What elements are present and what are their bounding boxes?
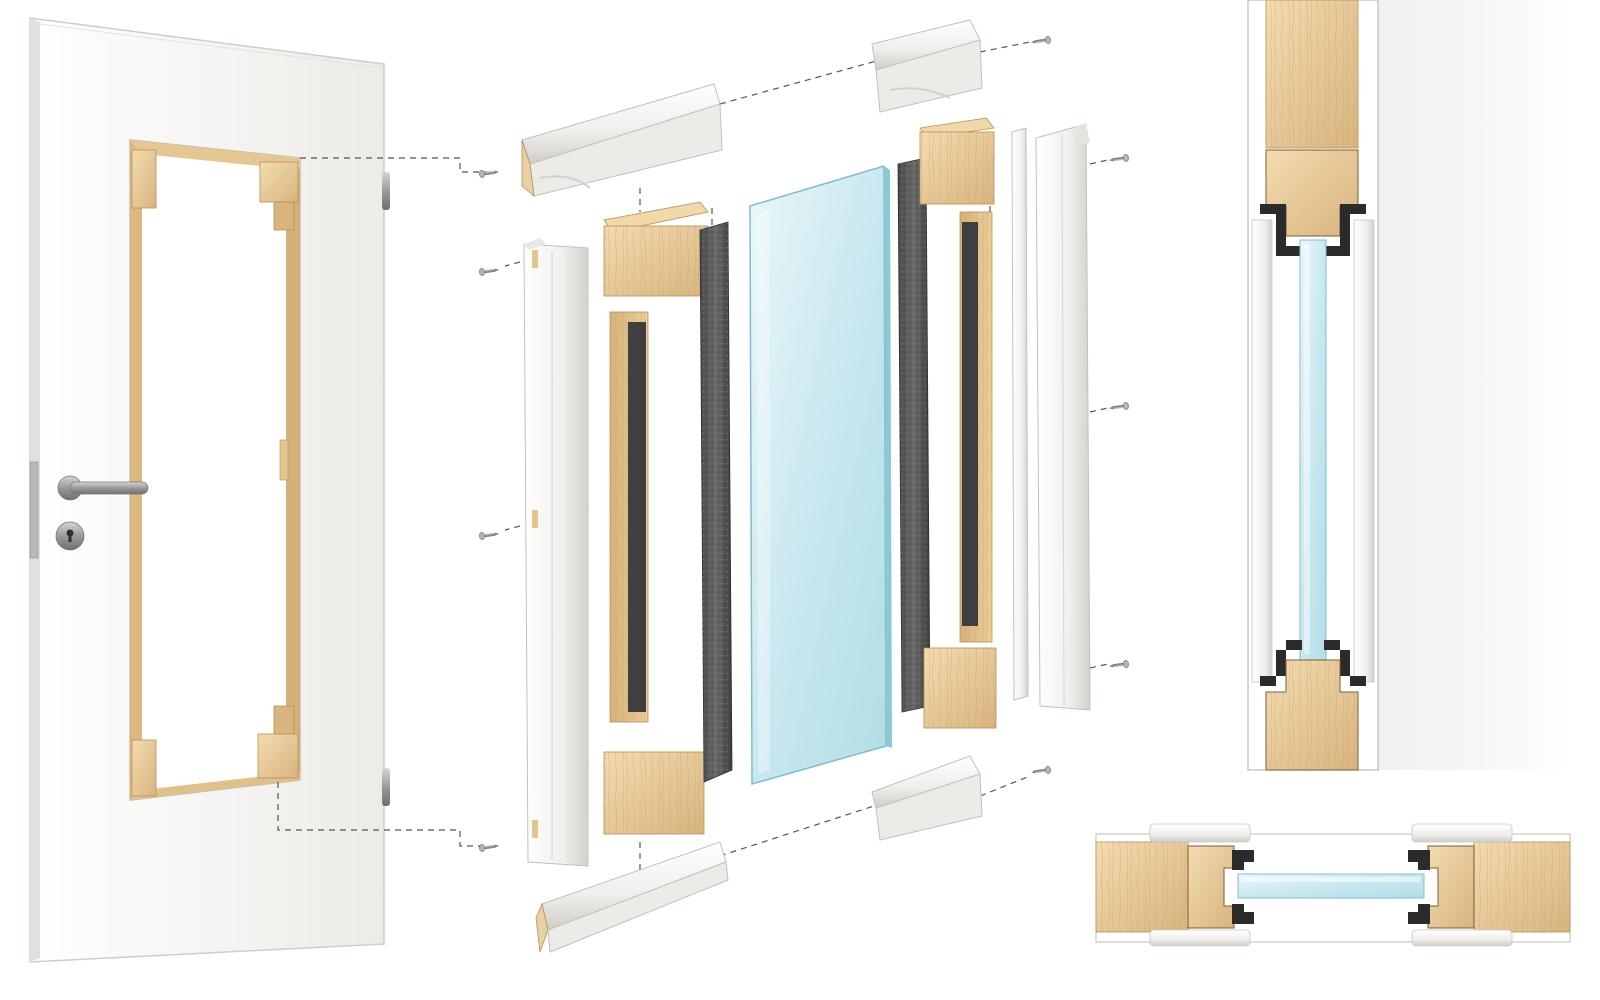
horizontal-section-detail (1095, 823, 1571, 947)
top-left-molding (521, 83, 723, 197)
right-vertical-molding (1035, 123, 1091, 711)
hinge-top (382, 172, 390, 210)
screw-icon (1030, 35, 1052, 47)
screw-icon (1030, 765, 1052, 777)
vertical-section-detail (1247, 0, 1570, 771)
screw-icon (478, 167, 500, 179)
bottom-left-molding (535, 841, 729, 953)
screw-icon (1108, 659, 1130, 671)
glass-pane (749, 164, 892, 785)
left-wood-frame (603, 201, 709, 835)
top-right-molding (871, 19, 983, 113)
left-vertical-molding (523, 238, 589, 867)
keyhole-escutcheon (55, 521, 85, 551)
bottom-right-molding (871, 755, 983, 841)
hinge-bottom (382, 768, 390, 806)
screw-icon (1108, 153, 1130, 165)
glazing-cutout (129, 139, 301, 801)
leader-lines (277, 41, 1109, 870)
screw-icon (478, 841, 500, 853)
screw-icon (478, 265, 500, 277)
right-inner-strip (1011, 127, 1029, 701)
right-foam-gasket (897, 157, 931, 713)
door-leaf (29, 17, 390, 963)
door-handle (57, 475, 149, 501)
screw-icon (1108, 401, 1130, 413)
right-wood-frame (919, 117, 997, 729)
cutout-corner-blocks (131, 149, 299, 797)
left-foam-gasket (699, 221, 733, 783)
screw-icon (478, 529, 500, 541)
